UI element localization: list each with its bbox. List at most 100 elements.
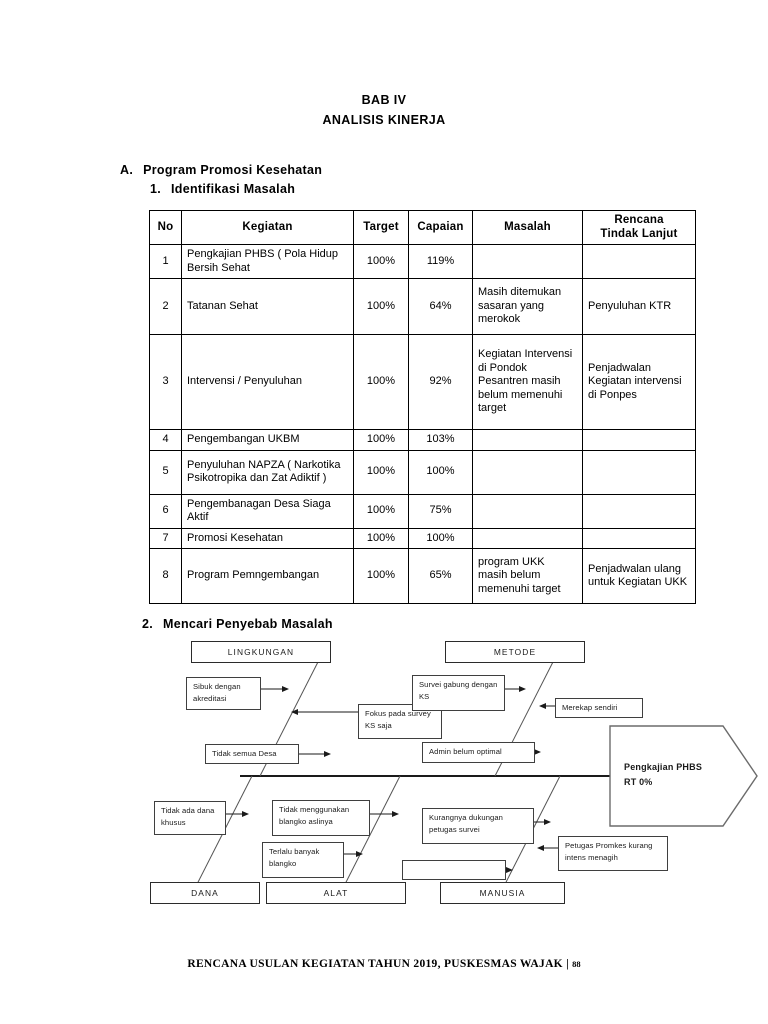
cell-target: 100% [353,493,409,529]
cell-no: 6 [149,493,182,529]
effect-head-shape [609,725,758,827]
cell-rencana: Penyuluhan KTR [582,278,696,335]
rencana-line2: Tindak Lanjut [600,227,678,240]
fishbone-cause-petugas-promkes[interactable]: Petugas Promkes kurang intens menagih [558,836,668,871]
fishbone-cause-tidak-semua-desa[interactable]: Tidak semua Desa [205,744,299,764]
cell-no: 3 [149,334,182,430]
column-header-capaian: Capaian [408,210,473,245]
cell-kegiatan: Promosi Kesehatan [181,527,354,549]
cell-masalah [472,244,583,279]
cell-target: 100% [353,548,409,604]
cell-kegiatan: Tatanan Sehat [181,278,354,335]
fishbone-cause-merekap-sendiri[interactable]: Merekap sendiri [555,698,643,718]
cell-capaian: 100% [408,449,473,495]
cell-rencana: Penjadwalan ulang untuk Kegiatan UKK [582,548,696,604]
section-heading-a2: 2. Mencari Penyebab Masalah [142,617,333,631]
fishbone-cause-survei-gabung-ks[interactable]: Survei gabung dengan KS [412,675,505,711]
cell-no: 2 [149,278,182,335]
chapter-title: ANALISIS KINERJA [322,113,446,127]
cell-masalah [472,449,583,495]
cell-kegiatan: Penyuluhan NAPZA ( Narkotika Psikotropik… [181,449,354,495]
table-header-row: No Kegiatan Target Capaian Masalah Renca… [149,210,696,245]
identifikasi-masalah-table: No Kegiatan Target Capaian Masalah Renca… [149,210,696,604]
section-heading-a: A. Program Promosi Kesehatan [120,163,322,177]
effect-line2: RT 0% [624,777,653,787]
fishbone-cause-blangko-aslinya[interactable]: Tidak menggunakan blangko aslinya [272,800,370,836]
section-a-marker: A. [120,163,134,177]
cell-target: 100% [353,278,409,335]
cell-kegiatan: Pengembangan UKBM [181,429,354,451]
cell-rencana [582,449,696,495]
fishbone-category-alat[interactable]: ALAT [266,882,406,904]
column-header-masalah: Masalah [472,210,583,245]
cell-target: 100% [353,334,409,430]
cell-kegiatan: Pengembanagan Desa Siaga Aktif [181,493,354,529]
rencana-line1: Rencana [614,214,664,226]
cell-capaian: 64% [408,278,473,335]
fishbone-category-manusia[interactable]: MANUSIA [440,882,565,904]
column-header-rencana-tindak-lanjut: Rencana Tindak Lanjut [582,210,696,245]
fishbone-cause-terlalu-banyak-blangko[interactable]: Terlalu banyak blangko [262,842,344,878]
footer-text: RENCANA USULAN KEGIATAN TAHUN 2019, PUSK… [187,958,569,970]
cell-capaian: 65% [408,548,473,604]
fishbone-cause-kurangnya-dukungan[interactable]: Kurangnya dukungan petugas survei [422,808,534,844]
cell-target: 100% [353,527,409,549]
section-a1-title: Identifikasi Masalah [171,182,296,196]
section-a2-title: Mencari Penyebab Masalah [163,617,333,631]
fishbone-diagram: Pengkajian PHBS RT 0% LINGKUNGAN METODE … [140,636,768,916]
cell-no: 7 [149,527,182,549]
cell-capaian: 103% [408,429,473,451]
cell-rencana [582,244,696,279]
cell-no: 4 [149,429,182,451]
fishbone-cause-tidak-ada-dana-khusus[interactable]: Tidak ada dana khusus [154,801,226,835]
cell-capaian: 100% [408,527,473,549]
effect-line1: Pengkajian PHBS [624,762,703,772]
cell-target: 100% [353,244,409,279]
cell-masalah [472,527,583,549]
cell-no: 8 [149,548,182,604]
fishbone-cause-sibuk-akreditasi[interactable]: Sibuk dengan akreditasi [186,677,261,710]
cell-capaian: 92% [408,334,473,430]
page-number: 88 [572,959,581,969]
fishbone-category-lingkungan[interactable]: LINGKUNGAN [191,641,331,663]
cell-kegiatan: Program Pemngembangan [181,548,354,604]
fishbone-category-dana[interactable]: DANA [150,882,260,904]
fishbone-cause-empty[interactable] [402,860,506,880]
cell-masalah: program UKK masih belum memenuhi target [472,548,583,604]
effect-head-label: Pengkajian PHBS RT 0% [624,760,702,790]
cell-rencana [582,429,696,451]
cell-target: 100% [353,429,409,451]
section-a-title: Program Promosi Kesehatan [143,163,323,177]
bone-dana [191,775,253,895]
section-a1-marker: 1. [150,182,162,196]
fishbone-category-metode[interactable]: METODE [445,641,585,663]
cell-kegiatan: Intervensi / Penyuluhan [181,334,354,430]
column-header-target: Target [353,210,409,245]
page-footer: RENCANA USULAN KEGIATAN TAHUN 2019, PUSK… [0,958,768,970]
cell-no: 5 [149,449,182,495]
cell-masalah [472,429,583,451]
chapter-number: BAB IV [361,93,407,107]
cell-capaian: 75% [408,493,473,529]
cell-kegiatan: Pengkajian PHBS ( Pola Hidup Bersih Seha… [181,244,354,279]
cell-rencana [582,493,696,529]
cell-masalah [472,493,583,529]
fishbone-cause-admin-belum-optimal[interactable]: Admin belum optimal [422,742,535,763]
cell-masalah: Masih ditemukan sasaran yang merokok [472,278,583,335]
cell-capaian: 119% [408,244,473,279]
cell-rencana [582,527,696,549]
section-heading-a1: 1. Identifikasi Masalah [150,182,295,196]
cell-target: 100% [353,449,409,495]
section-a2-marker: 2. [142,617,154,631]
column-header-kegiatan: Kegiatan [181,210,354,245]
cell-no: 1 [149,244,182,279]
cell-rencana: Penjadwalan Kegiatan intervensi di Ponpe… [582,334,696,430]
